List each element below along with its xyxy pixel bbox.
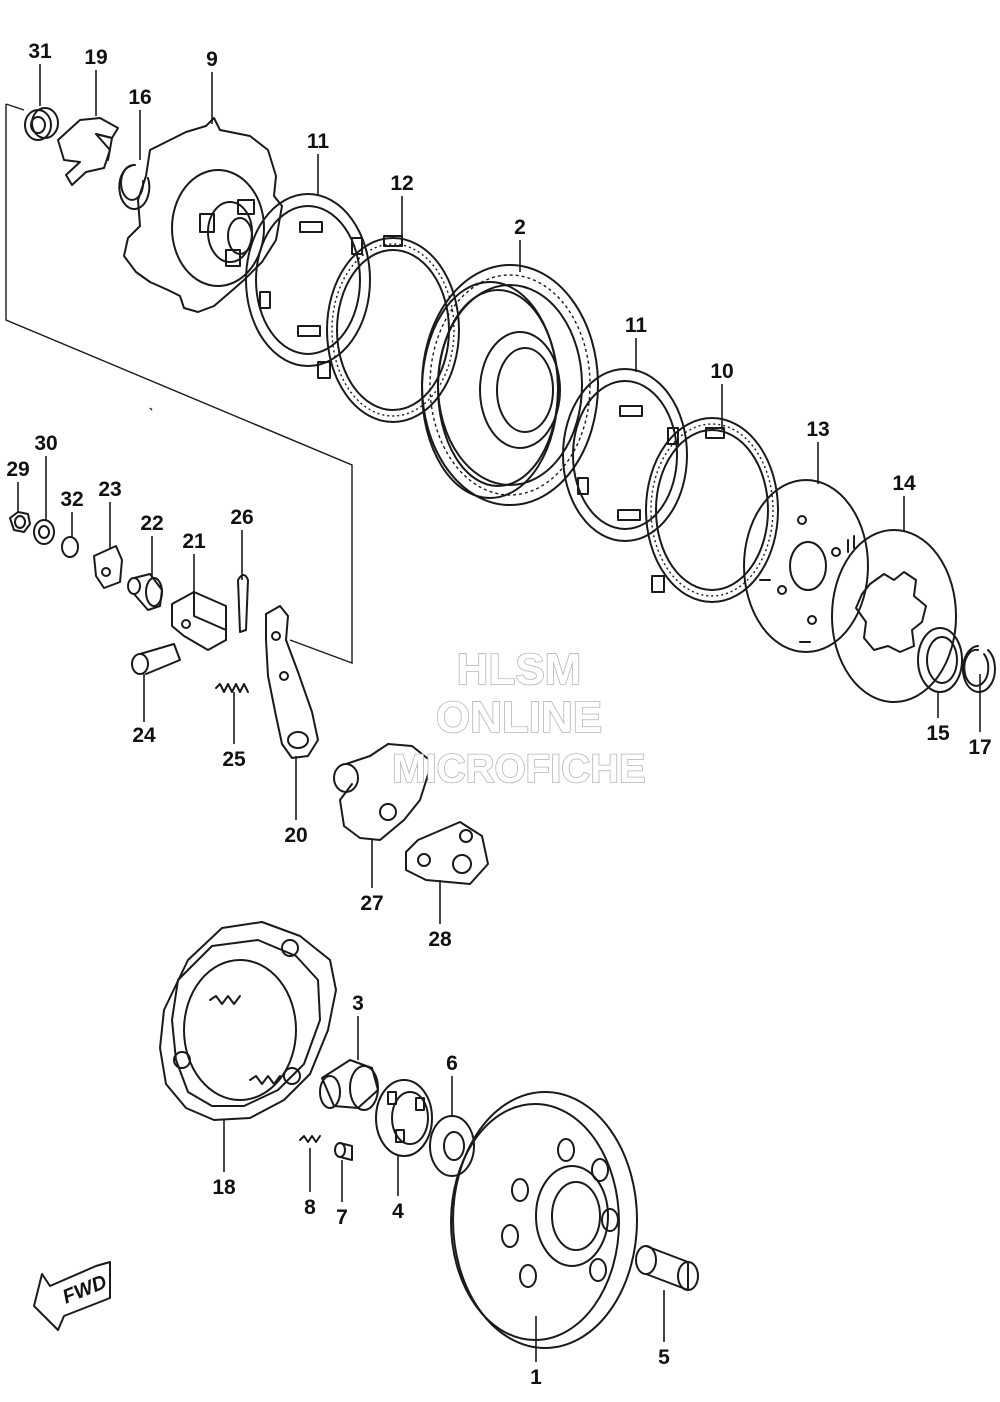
part-8-spring <box>299 1135 321 1143</box>
part-18-clutch-shoe <box>159 921 337 1121</box>
part-29-nut <box>9 511 31 533</box>
fwd-direction-arrow: FWD <box>33 1261 111 1331</box>
callout-8: 8 <box>304 1196 316 1219</box>
callout-18: 18 <box>212 1176 236 1199</box>
part-2-primary-gear <box>421 264 599 506</box>
callout-9: 9 <box>206 48 218 71</box>
watermark-line-2: ONLINE <box>436 693 602 742</box>
callout-11-lower: 11 <box>625 314 648 337</box>
callout-3: 3 <box>352 992 364 1015</box>
callout-28: 28 <box>428 928 452 951</box>
part-24-pin <box>131 643 181 675</box>
callout-5: 5 <box>658 1346 670 1369</box>
leader-lines <box>17 64 981 1362</box>
callout-4: 4 <box>392 1200 404 1223</box>
assembly-bracket <box>5 103 353 665</box>
callout-17: 17 <box>968 736 991 759</box>
part-7-pin <box>334 1142 353 1161</box>
fwd-label: FWD <box>60 1271 110 1308</box>
callout-labels: 31 19 16 9 11 12 2 11 10 13 14 15 17 29 … <box>6 40 991 1389</box>
callout-23: 23 <box>98 478 121 501</box>
part-16-circlip <box>118 163 151 210</box>
callout-10: 10 <box>710 360 733 383</box>
callout-30: 30 <box>34 432 57 455</box>
callout-32: 32 <box>60 488 83 511</box>
part-19-cam <box>57 117 119 186</box>
part-4-one-way-clutch <box>375 1079 433 1157</box>
callout-1: 1 <box>530 1366 542 1389</box>
part-31-bearing <box>24 107 59 141</box>
callout-15: 15 <box>926 722 950 745</box>
part-22-bolt <box>127 573 163 611</box>
callout-16: 16 <box>128 86 151 109</box>
part-17-circlip <box>961 645 996 693</box>
part-26-cotter-pin <box>237 574 249 633</box>
part-5-dowel <box>635 1245 699 1291</box>
callout-2: 2 <box>514 216 526 239</box>
watermark-line-3: MICROFICHE <box>392 747 645 791</box>
callout-11-upper: 11 <box>307 130 330 153</box>
callout-19: 19 <box>84 46 107 69</box>
callout-6: 6 <box>446 1052 458 1075</box>
watermark: HLSM ONLINE MICROFICHE <box>392 644 647 792</box>
part-28-plate <box>405 821 489 885</box>
part-30-washer <box>33 519 55 545</box>
part-25-spring <box>215 683 249 693</box>
callout-21: 21 <box>182 530 206 553</box>
callout-31: 31 <box>28 40 52 63</box>
part-15-washer <box>917 627 963 693</box>
callout-22: 22 <box>140 512 163 535</box>
callout-26: 26 <box>230 506 253 529</box>
part-3-sleeve <box>319 1059 379 1111</box>
part-11-upper-plate <box>245 193 371 367</box>
part-32-ring <box>61 536 79 558</box>
part-23-plate <box>93 545 123 589</box>
callout-12: 12 <box>390 172 413 195</box>
callout-25: 25 <box>222 748 246 771</box>
callout-20: 20 <box>284 824 307 847</box>
callout-24: 24 <box>132 724 156 747</box>
part-10-friction-plate <box>645 417 779 603</box>
callout-27: 27 <box>360 892 383 915</box>
part-6-washer <box>429 1115 475 1177</box>
watermark-line-1: HLSM <box>457 645 582 694</box>
part-1-clutch-drum <box>450 1091 638 1349</box>
callout-29: 29 <box>6 458 29 481</box>
callout-14: 14 <box>892 472 916 495</box>
part-11-lower-plate <box>562 368 688 542</box>
part-20-lever <box>265 605 319 759</box>
part-13-plate <box>743 479 869 653</box>
part-21-clevis <box>171 591 227 651</box>
part-27-cam-plate <box>333 743 433 841</box>
part-9-clutch-plate <box>123 117 283 313</box>
part-14-pressure-plate <box>831 529 957 703</box>
callout-13: 13 <box>806 418 829 441</box>
callout-7: 7 <box>336 1206 348 1229</box>
